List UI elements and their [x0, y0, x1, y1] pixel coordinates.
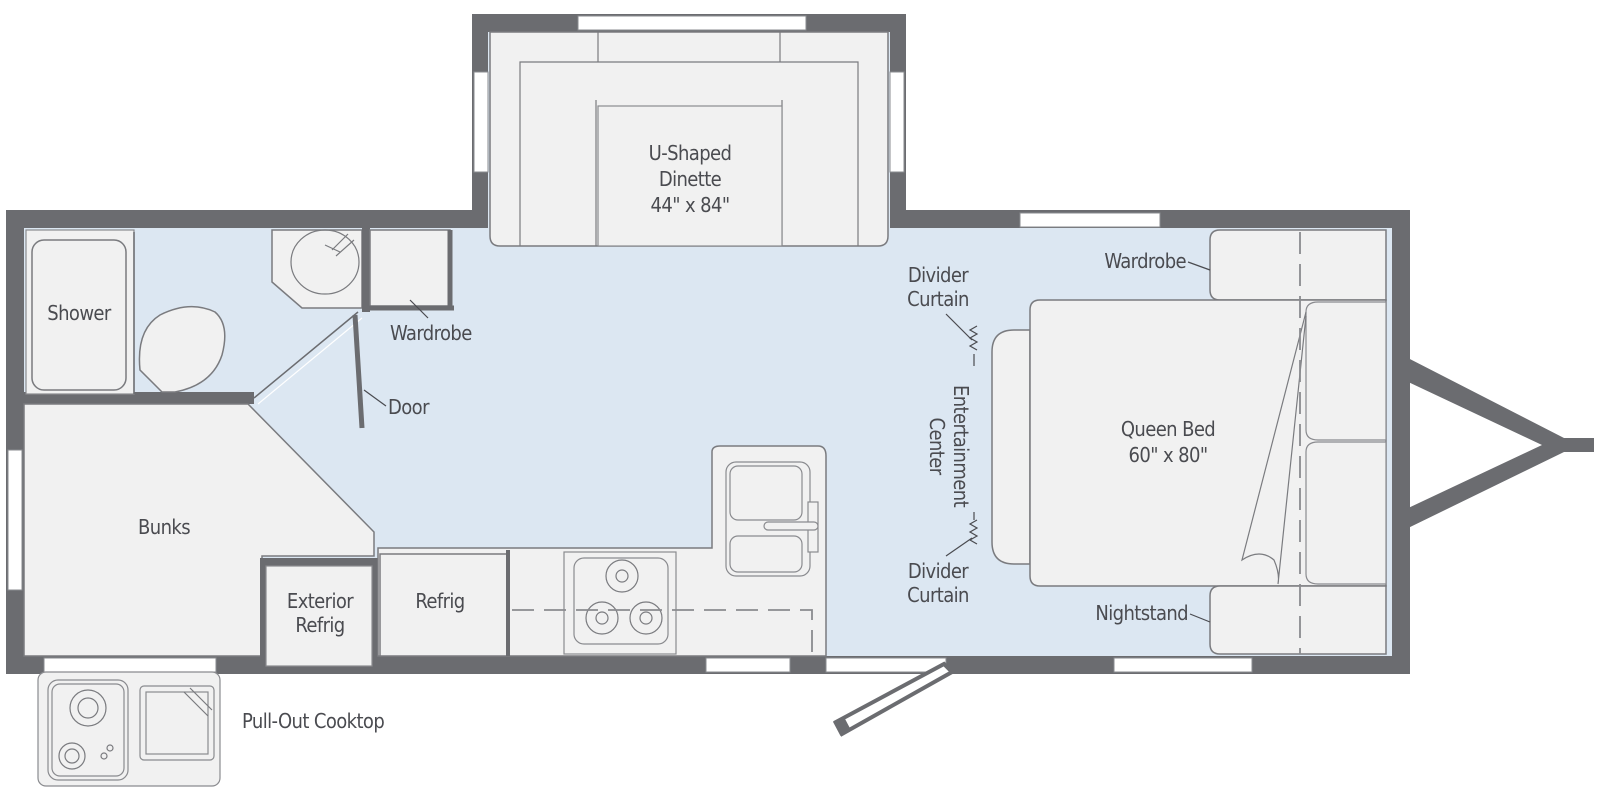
divider-curtain-bottom-line2: Curtain: [907, 583, 969, 607]
entertainment-center-line2: Center: [925, 418, 949, 476]
door-label: Door: [388, 395, 430, 419]
shower-label: Shower: [47, 301, 112, 325]
bathroom-sink[interactable]: [271, 229, 363, 309]
bunks[interactable]: Bunks: [23, 403, 375, 657]
queen-bed[interactable]: Queen Bed 60" x 80": [1029, 299, 1387, 587]
dinette-label-line2: Dinette: [659, 167, 722, 191]
nightstand-label: Nightstand: [1095, 601, 1188, 625]
entry-door[interactable]: [832, 661, 956, 737]
refrigerator[interactable]: Refrig: [379, 550, 510, 657]
bedroom-wardrobe-label: Wardrobe: [1104, 249, 1186, 273]
refrig-label: Refrig: [415, 589, 464, 613]
bunks-label: Bunks: [138, 515, 190, 539]
entertainment-center[interactable]: [991, 329, 1031, 565]
divider-curtain-top-icon: [945, 313, 979, 366]
entertainment-center-line1: Entertainment: [949, 385, 973, 508]
bath-wardrobe[interactable]: [366, 229, 454, 311]
hitch-tongue: [1404, 356, 1594, 530]
queen-bed-label: Queen Bed: [1121, 417, 1215, 441]
pullout-cooktop[interactable]: [37, 671, 221, 787]
shower[interactable]: Shower: [25, 229, 135, 395]
nightstand[interactable]: [1209, 585, 1387, 655]
bath-wardrobe-label: Wardrobe: [390, 321, 472, 345]
dinette-label-line1: U-Shaped: [649, 141, 732, 165]
overhead-cabinet-outline: [512, 609, 813, 654]
exterior-refrig[interactable]: Exterior Refrig: [260, 558, 380, 667]
divider-curtain-bottom-icon: [945, 512, 979, 557]
stove[interactable]: [563, 551, 677, 655]
kitchen-sink[interactable]: [725, 461, 819, 577]
exterior-refrig-line1: Exterior: [287, 589, 354, 613]
windows: [7, 15, 1253, 673]
exterior-refrig-line2: Refrig: [295, 613, 344, 637]
divider-curtain-bottom-line1: Divider: [908, 559, 969, 583]
pullout-cooktop-label: Pull-Out Cooktop: [242, 709, 384, 733]
divider-curtain-top-line2: Curtain: [907, 287, 969, 311]
bedroom-wardrobe[interactable]: [1209, 229, 1387, 301]
dinette[interactable]: U-Shaped Dinette 44" x 84": [489, 31, 889, 247]
dinette-dimensions: 44" x 84": [651, 193, 730, 217]
bathroom: Shower: [24, 228, 370, 429]
bathroom-door[interactable]: [352, 314, 365, 429]
queen-bed-dimensions: 60" x 80": [1129, 443, 1208, 467]
divider-curtain-top-line1: Divider: [908, 263, 969, 287]
toilet[interactable]: [138, 306, 226, 393]
